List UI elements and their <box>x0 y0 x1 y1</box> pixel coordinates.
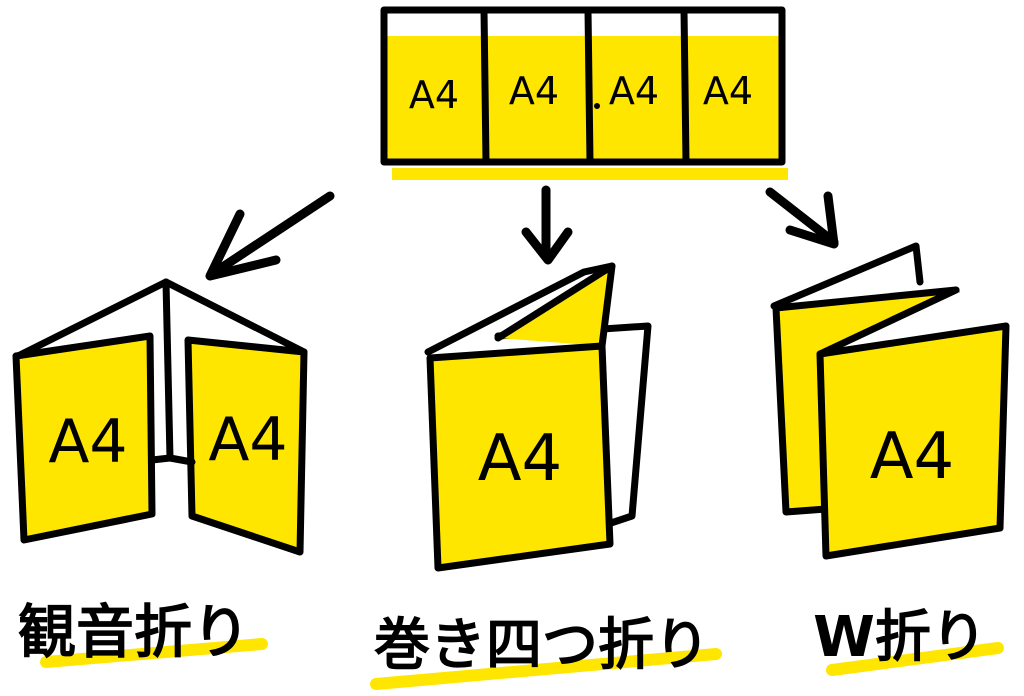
sheet-panel-label: A4 <box>409 73 459 117</box>
sheet-fold-line-3 <box>680 6 690 166</box>
gate-center-fold <box>162 278 174 462</box>
sheet-fill <box>384 12 782 162</box>
caption-text: 観音折り <box>18 598 250 666</box>
zfold-panel-label: A4 <box>870 420 955 494</box>
sheet-dot <box>594 103 600 109</box>
arrow-center <box>521 185 573 265</box>
gate-panel-label: A4 <box>48 407 127 477</box>
unfolded-sheet: A4 A4 A4 A4 <box>380 6 788 180</box>
sheet-outline <box>380 6 786 166</box>
roll-front-panel <box>430 346 610 568</box>
sheet-panel-label: A4 <box>609 69 659 113</box>
caption-gate: 観音折り <box>18 598 268 668</box>
caption-underline <box>40 638 268 668</box>
z-fold: A4 <box>770 242 1010 560</box>
sheet-highlight <box>392 168 788 180</box>
sheet-fold-line-1 <box>480 6 490 166</box>
arrow-right <box>765 187 839 249</box>
gate-inner-bottom <box>148 454 196 466</box>
caption-text: 巻き四つ折り <box>374 613 710 678</box>
sheet-fold-line-2 <box>584 6 594 166</box>
caption-underline <box>370 648 722 690</box>
gate-panel-left <box>16 336 152 540</box>
caption-text: W折り <box>813 605 987 670</box>
arrow-left <box>205 191 335 281</box>
roll-fold: A4 <box>424 262 652 572</box>
gate-panel-right <box>188 340 304 552</box>
roll-panel-label: A4 <box>478 422 563 496</box>
sheet-panel-label: A4 <box>509 69 559 113</box>
sheet-top-white <box>384 10 782 36</box>
caption-underline <box>826 642 1004 676</box>
caption-zfold: W折り <box>813 605 1004 676</box>
zfold-front-panel <box>820 326 1006 556</box>
zfold-mid-white <box>820 290 1004 354</box>
caption-roll: 巻き四つ折り <box>370 613 722 690</box>
sheet-panel-label: A4 <box>703 69 753 113</box>
gate-panel-label: A4 <box>208 405 287 475</box>
gate-fold: A4 A4 <box>12 278 308 556</box>
roll-top-edge <box>424 262 616 356</box>
